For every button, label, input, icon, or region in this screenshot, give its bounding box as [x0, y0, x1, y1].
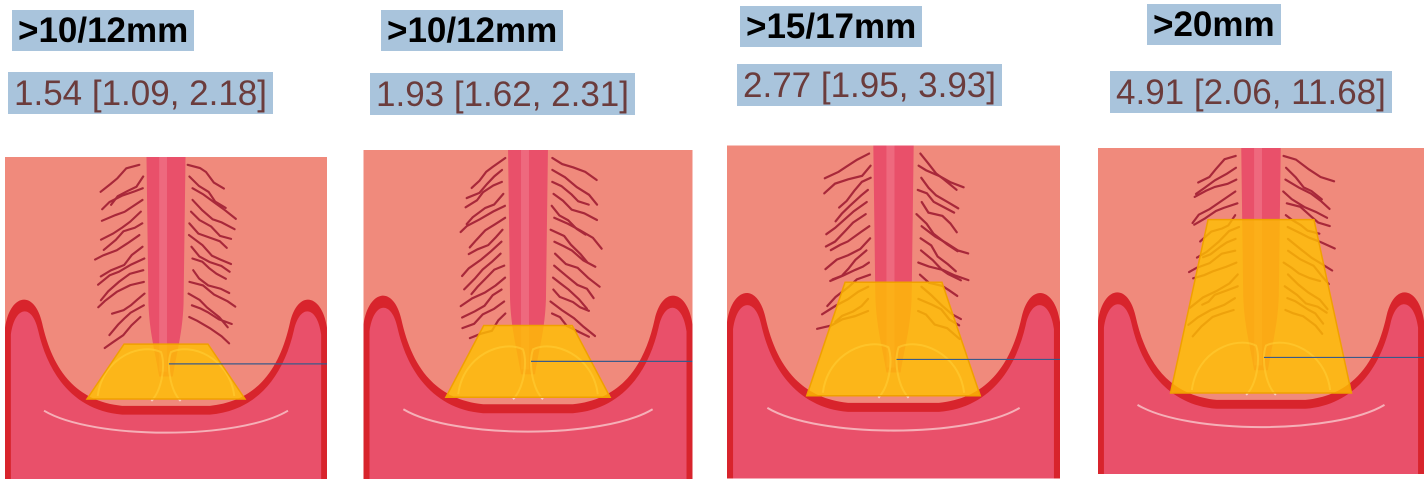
esophagus-illustration-1: [5, 157, 327, 479]
panel-3-illustration: [727, 145, 1060, 479]
lumen-highlight: [159, 157, 167, 372]
panel-2-title: >10/12mm: [381, 10, 563, 51]
panel-3-title: >15/17mm: [740, 6, 922, 47]
panel-1-illustration: [5, 157, 327, 479]
esophagus-illustration-3: [727, 145, 1060, 479]
panel-3-odds-ratio: 2.77 [1.95, 3.93]: [737, 64, 1002, 106]
esophagus-illustration-4: [1098, 143, 1424, 479]
panel-4-title: >20mm: [1147, 4, 1281, 45]
panel-2-illustration: [362, 150, 694, 479]
panel-1-odds-ratio: 1.54 [1.09, 2.18]: [8, 72, 273, 114]
panel-2-odds-ratio: 1.93 [1.62, 2.31]: [370, 73, 635, 115]
panel-1-title: >10/12mm: [12, 10, 194, 51]
esophagus-illustration-2: [362, 150, 694, 479]
panel-4-odds-ratio: 4.91 [2.06, 11.68]: [1110, 71, 1392, 113]
panel-4-illustration: [1098, 143, 1424, 479]
